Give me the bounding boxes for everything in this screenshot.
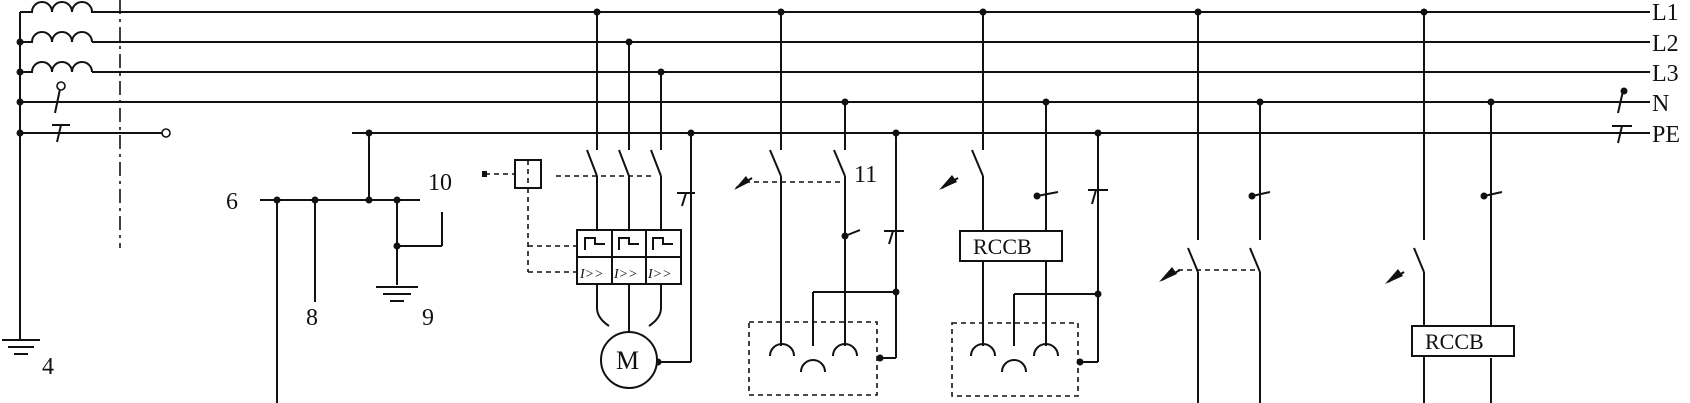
label-11: 11 (854, 162, 877, 188)
rccb-socket-circuit (939, 8, 1108, 397)
motor-label: M (616, 346, 639, 375)
overcurrent-label-1: I>> (579, 267, 604, 282)
socket-circuit-11 (734, 8, 904, 396)
bus-lines (19, 11, 1650, 340)
label-pe: PE (1652, 122, 1680, 148)
motor-circuit (482, 8, 695, 389)
equipotential-bonding (260, 129, 443, 403)
label-10: 10 (428, 170, 452, 196)
label-l1: L1 (1652, 0, 1679, 26)
overcurrent-label-2: I>> (613, 267, 638, 282)
label-n: N (1652, 91, 1669, 117)
earth-electrode-4 (2, 339, 40, 355)
motor-symbol (600, 331, 658, 389)
rccb-label-2: RCCB (1425, 329, 1484, 354)
rccb-label-1: RCCB (973, 234, 1032, 259)
rccb-circuit-2 (1385, 8, 1515, 403)
transformer-windings (20, 1, 600, 73)
overcurrent-label-3: I>> (647, 267, 672, 282)
label-l3: L3 (1652, 61, 1679, 87)
label-9: 9 (422, 305, 434, 331)
label-l2: L2 (1652, 31, 1679, 57)
two-pole-switch-circuit (1159, 8, 1271, 403)
label-8: 8 (306, 305, 318, 331)
label-6: 6 (226, 189, 238, 215)
label-4: 4 (42, 354, 54, 380)
